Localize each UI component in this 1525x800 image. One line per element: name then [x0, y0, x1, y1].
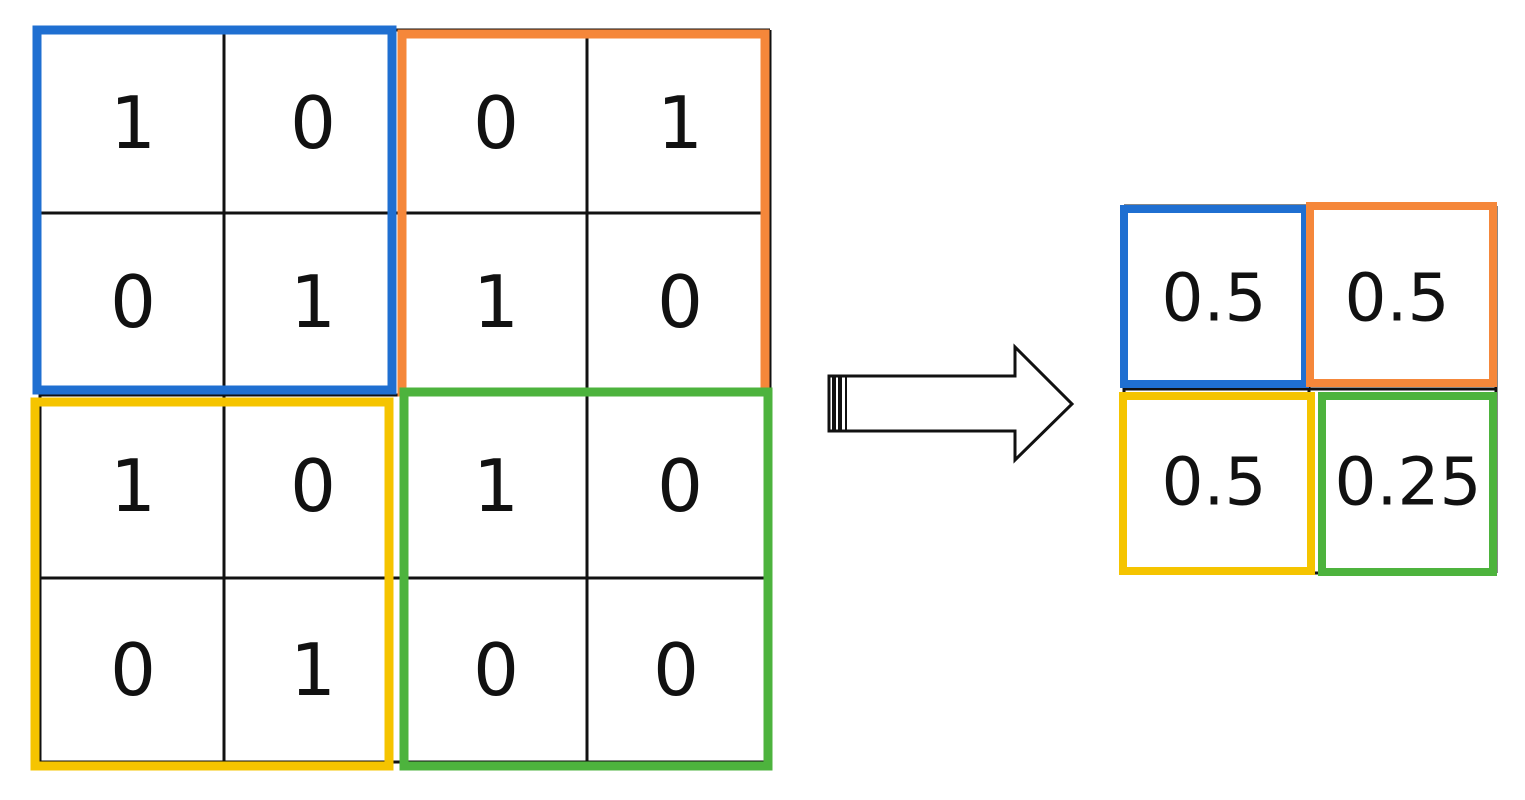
right-arrow-icon	[827, 343, 1075, 464]
output-region-frame-top-left	[1120, 205, 1309, 388]
input-cell: 0	[657, 444, 703, 528]
input-cell: 0	[290, 444, 336, 528]
input-cell: 1	[473, 444, 519, 528]
input-values: 1 0 0 1 0 1 1 0 1 0 1 0 0 1 0 0	[110, 81, 703, 712]
input-region-frame-bottom-left	[30, 397, 394, 771]
input-region-frame-top-left	[32, 25, 397, 395]
input-cell: 1	[473, 260, 519, 344]
output-values: 0.5 0.5 0.5 0.25	[1162, 260, 1482, 521]
output-region-frame-bottom-right	[1318, 392, 1497, 576]
output-region-frame-top-right	[1306, 202, 1497, 387]
input-cell: 0	[657, 260, 703, 344]
input-cell: 1	[110, 81, 156, 165]
input-region-frame-bottom-right	[399, 387, 773, 771]
input-cell: 1	[110, 444, 156, 528]
input-cell: 1	[657, 81, 703, 165]
output-cell: 0.5	[1162, 444, 1267, 521]
output-region-frame-bottom-left	[1119, 392, 1315, 575]
input-cell: 1	[290, 628, 336, 712]
input-cell: 0	[110, 260, 156, 344]
output-cell: 0.25	[1335, 444, 1482, 521]
output-cell: 0.5	[1162, 260, 1267, 337]
input-cell: 0	[473, 81, 519, 165]
arrow-body	[827, 343, 1075, 464]
output-cell: 0.5	[1345, 260, 1450, 337]
input-cell: 0	[653, 628, 699, 712]
input-cell: 0	[110, 628, 156, 712]
input-cell: 0	[473, 628, 519, 712]
input-cell: 0	[290, 81, 336, 165]
input-cell: 1	[290, 260, 336, 344]
